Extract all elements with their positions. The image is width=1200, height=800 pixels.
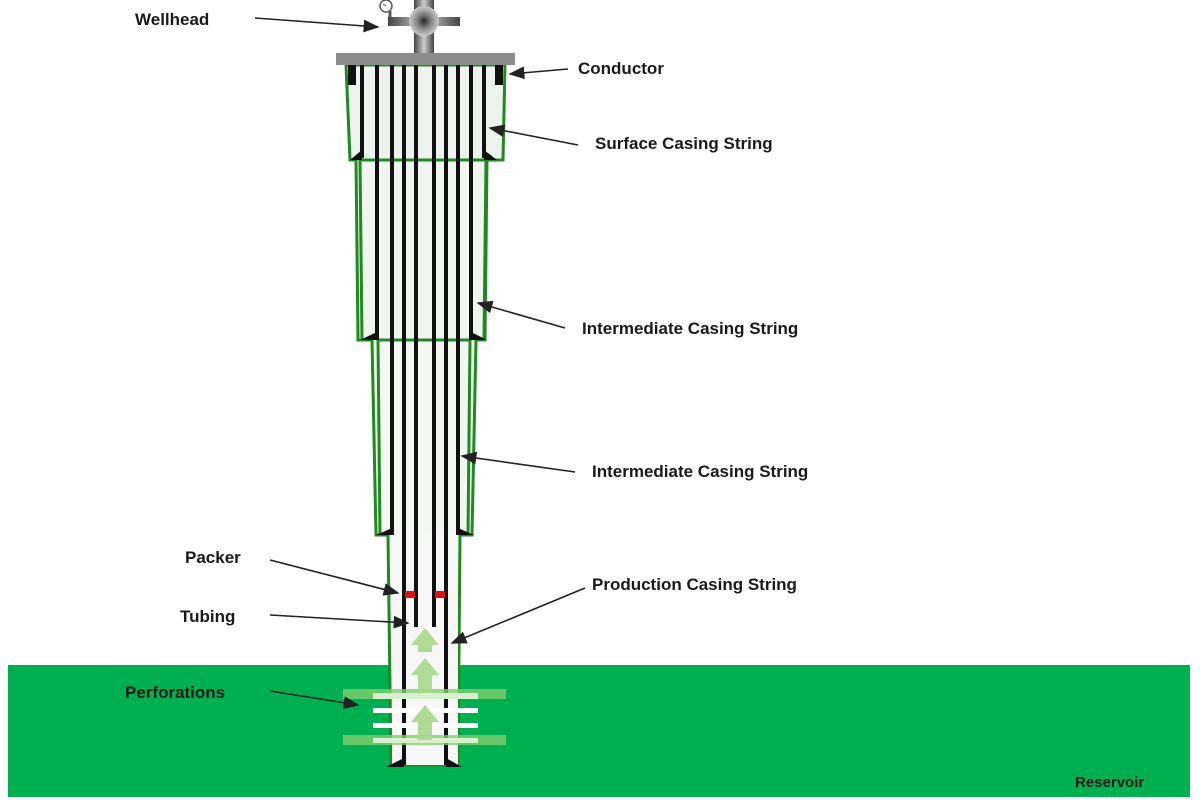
casing-strings — [360, 65, 486, 765]
label-packer: Packer — [185, 548, 241, 567]
packer-right — [435, 591, 445, 598]
conductor — [348, 65, 356, 85]
label-production-casing: Production Casing String — [592, 575, 797, 594]
wellhead — [336, 0, 515, 65]
reservoir-zone — [8, 665, 1190, 797]
label-conductor: Conductor — [578, 59, 664, 78]
label-intermediate-casing-2: Intermediate Casing String — [592, 462, 808, 481]
label-perforations: Perforations — [125, 683, 225, 702]
packer-left — [405, 591, 415, 598]
label-intermediate-casing-1: Intermediate Casing String — [582, 319, 798, 338]
label-reservoir: Reservoir — [1075, 774, 1144, 791]
label-tubing: Tubing — [180, 607, 235, 626]
leader-arrows — [254, 17, 586, 710]
label-surface-casing: Surface Casing String — [595, 134, 773, 153]
flow-arrows — [411, 628, 439, 740]
label-wellhead: Wellhead — [135, 10, 209, 29]
